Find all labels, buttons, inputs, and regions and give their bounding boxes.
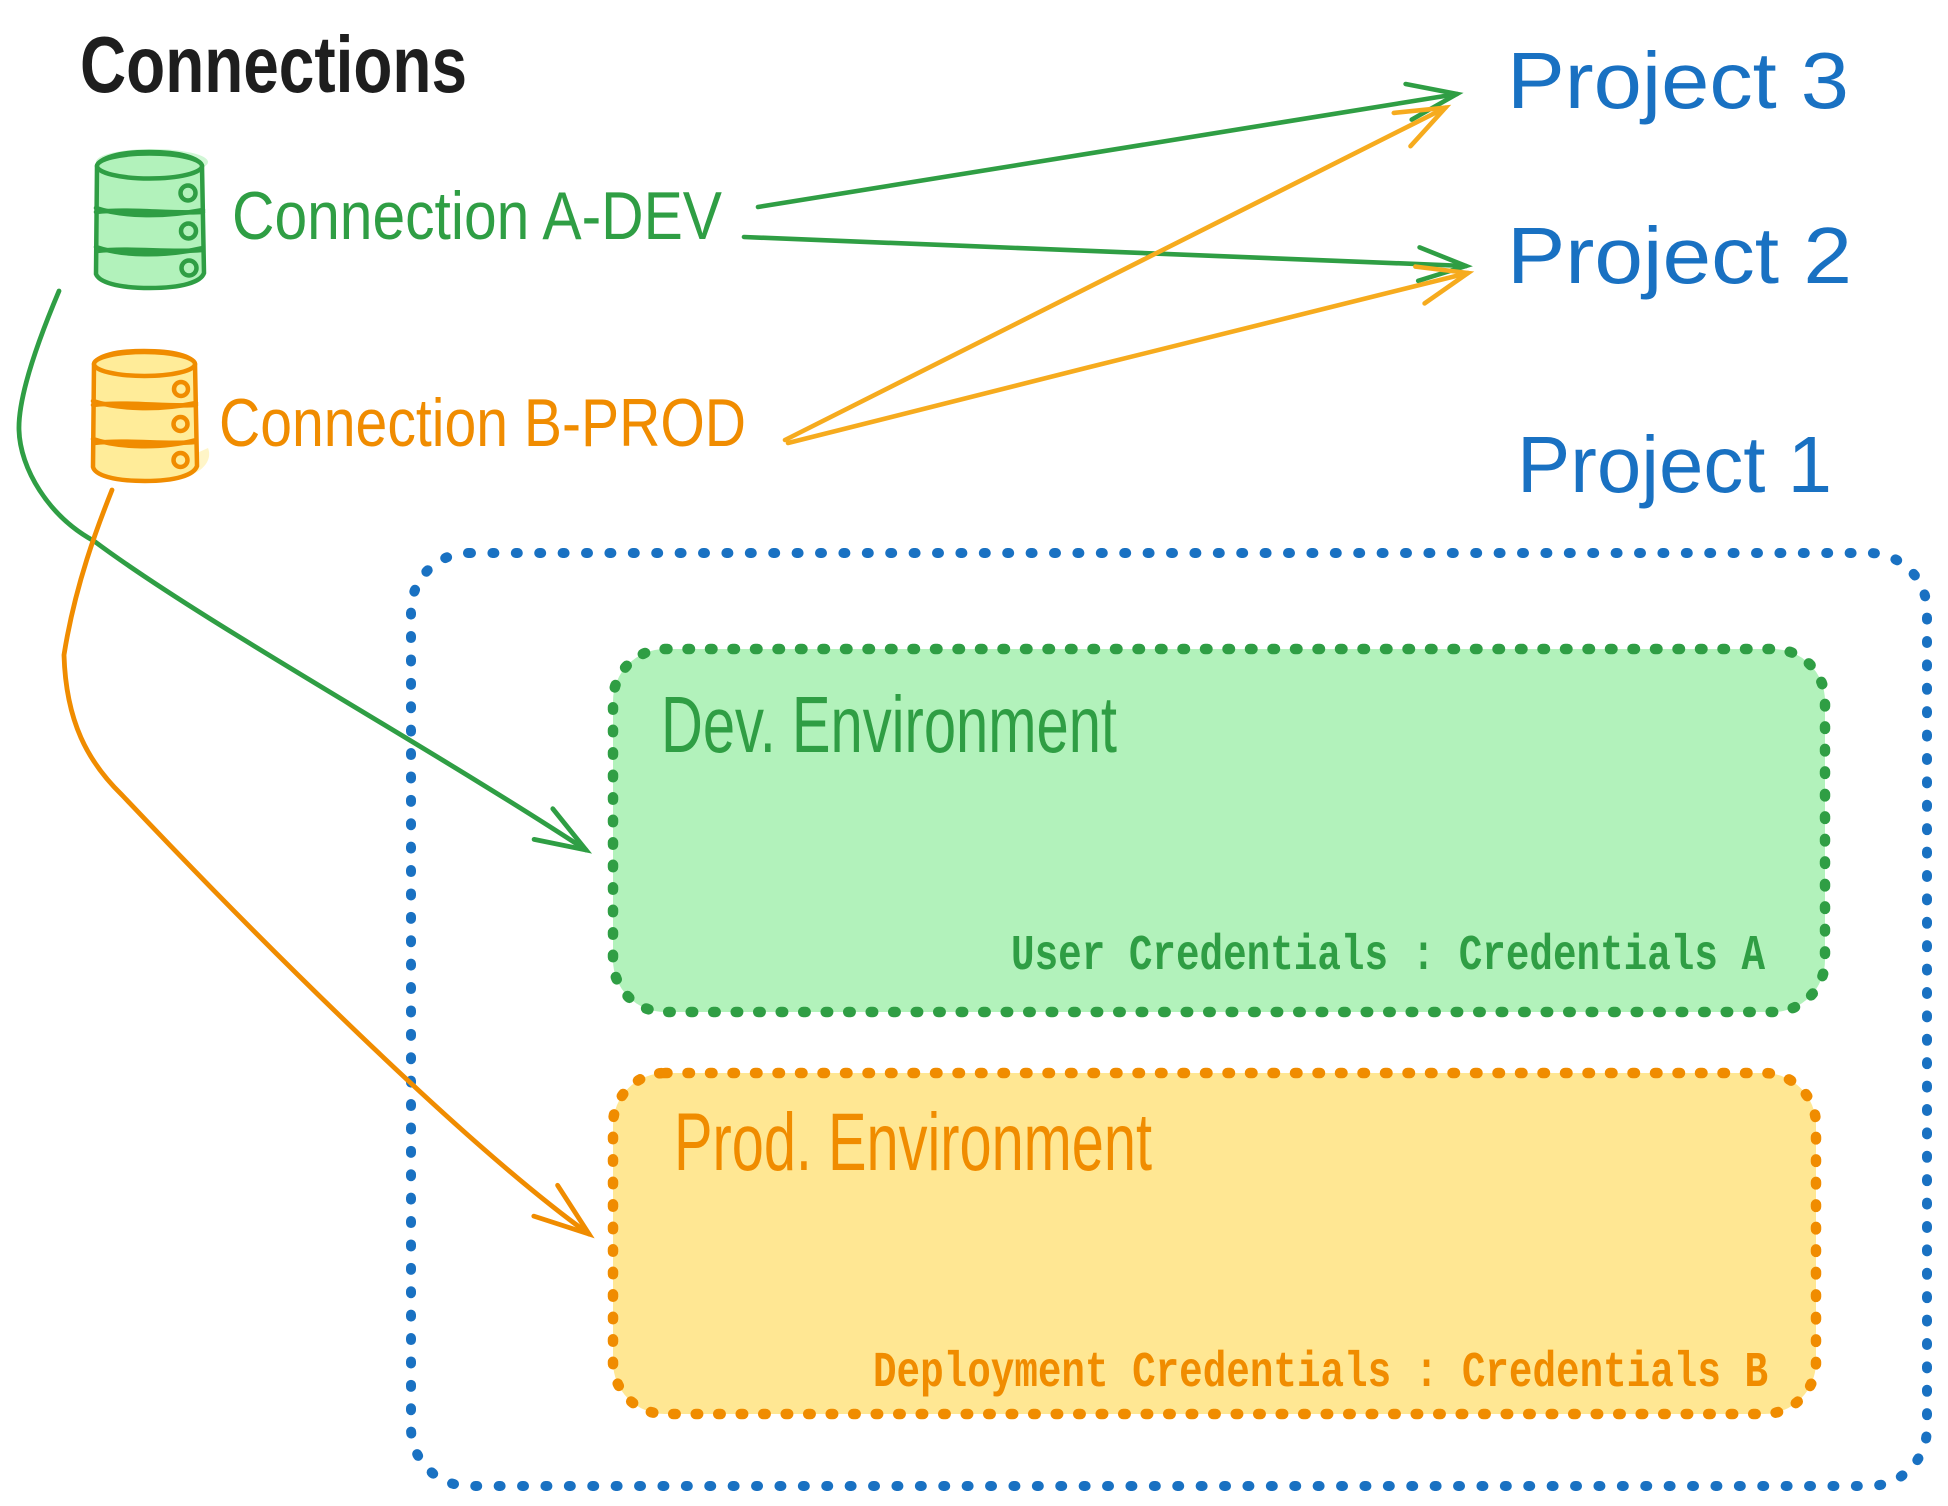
svg-text:Connections: Connections xyxy=(80,20,467,109)
svg-text:Deployment Credentials : Crede: Deployment Credentials : Credentials B xyxy=(873,1345,1768,1402)
svg-text:User Credentials : Credentials: User Credentials : Credentials A xyxy=(1011,928,1765,985)
svg-text:Dev. Environment: Dev. Environment xyxy=(661,680,1117,769)
svg-text:Project 1: Project 1 xyxy=(1517,420,1832,509)
svg-text:Connection A-DEV: Connection A-DEV xyxy=(232,178,723,254)
svg-text:Project 3: Project 3 xyxy=(1507,36,1849,125)
svg-text:Project 2: Project 2 xyxy=(1507,211,1852,300)
svg-text:Connection B-PROD: Connection B-PROD xyxy=(219,385,746,461)
svg-text:Prod. Environment: Prod. Environment xyxy=(674,1097,1152,1188)
